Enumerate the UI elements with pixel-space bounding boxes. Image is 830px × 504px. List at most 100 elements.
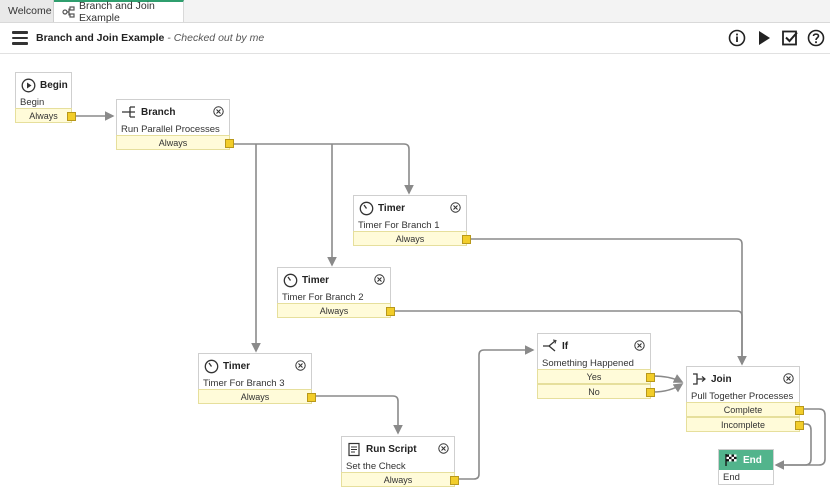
node-branch-header: Branch xyxy=(117,104,229,120)
check-icon[interactable] xyxy=(781,29,799,47)
output-handle[interactable] xyxy=(795,406,804,415)
port-label: Always xyxy=(395,234,425,244)
output-handle[interactable] xyxy=(307,393,316,402)
node-join-subtitle: Pull Together Processes xyxy=(691,391,794,402)
page-title: Branch and Join Example - Checked out by… xyxy=(36,32,264,44)
port-label: Complete xyxy=(723,405,763,415)
node-timer2[interactable]: Timer Timer For Branch 2 Always xyxy=(277,267,395,318)
node-end-title: End xyxy=(743,454,762,466)
tab-welcome[interactable]: Welcome xyxy=(0,0,54,22)
help-icon[interactable] xyxy=(807,29,825,47)
connector-timer1-join xyxy=(469,238,747,366)
node-if-port-no[interactable]: No xyxy=(537,384,655,399)
output-handle[interactable] xyxy=(386,307,395,316)
node-branch-port-always[interactable]: Always xyxy=(116,135,234,150)
node-begin[interactable]: Begin Begin Always xyxy=(15,72,76,123)
node-timer3-port-always[interactable]: Always xyxy=(198,389,316,404)
checkered-flag-icon xyxy=(723,452,739,468)
tab-bar: Welcome Branch and Join Example xyxy=(0,0,830,24)
node-if-header: If xyxy=(538,338,650,354)
connector-script-if xyxy=(458,345,535,480)
port-label: No xyxy=(588,387,600,397)
node-timer3-header: Timer xyxy=(199,358,311,374)
join-icon xyxy=(691,371,707,387)
node-branch-subtitle: Run Parallel Processes xyxy=(121,124,220,135)
toolbar: Branch and Join Example - Checked out by… xyxy=(0,23,830,54)
node-end-header: End xyxy=(719,450,773,470)
port-label: Incomplete xyxy=(720,420,766,430)
node-run-script[interactable]: Run Script Set the Check Always xyxy=(341,436,459,487)
node-if-title: If xyxy=(562,340,569,352)
node-if-subtitle: Something Happened xyxy=(542,358,634,369)
output-handle[interactable] xyxy=(462,235,471,244)
node-timer3[interactable]: Timer Timer For Branch 3 Always xyxy=(198,353,316,404)
port-label: Always xyxy=(383,475,413,485)
timer-icon xyxy=(203,358,219,374)
node-timer2-subtitle: Timer For Branch 2 xyxy=(282,292,364,303)
close-icon[interactable] xyxy=(213,104,224,117)
tab-branch-and-join-label: Branch and Join Example xyxy=(79,0,155,24)
timer-icon xyxy=(358,200,374,216)
node-timer1-title: Timer xyxy=(378,202,406,214)
node-run-script-port-always[interactable]: Always xyxy=(341,472,459,487)
port-label: Always xyxy=(319,306,349,316)
output-handle[interactable] xyxy=(795,421,804,430)
output-handle[interactable] xyxy=(225,139,234,148)
node-if[interactable]: If Something Happened Yes No xyxy=(537,333,655,399)
node-timer2-port-always[interactable]: Always xyxy=(277,303,395,318)
node-run-script-header: Run Script xyxy=(342,441,454,457)
output-handle[interactable] xyxy=(450,476,459,485)
workflow-canvas[interactable]: Begin Begin Always Branch Run Parallel P… xyxy=(0,54,830,504)
node-join[interactable]: Join Pull Together Processes Complete In… xyxy=(686,366,804,432)
info-icon[interactable] xyxy=(728,29,746,47)
node-timer1-port-always[interactable]: Always xyxy=(353,231,471,246)
output-handle[interactable] xyxy=(67,112,76,121)
close-icon[interactable] xyxy=(450,200,461,213)
tab-branch-and-join[interactable]: Branch and Join Example xyxy=(54,0,184,24)
workflow-icon xyxy=(62,6,75,18)
close-icon[interactable] xyxy=(295,358,306,371)
node-join-port-incomplete[interactable]: Incomplete xyxy=(686,417,804,432)
play-icon[interactable] xyxy=(755,29,773,47)
menu-icon[interactable] xyxy=(12,31,28,45)
port-label: Always xyxy=(158,138,188,148)
node-timer2-header: Timer xyxy=(278,272,390,288)
port-label: Yes xyxy=(586,372,602,382)
node-join-header: Join xyxy=(687,371,799,387)
connectors xyxy=(75,111,826,480)
node-end[interactable]: End End xyxy=(718,449,774,485)
node-branch-title: Branch xyxy=(141,106,176,118)
node-run-script-title: Run Script xyxy=(366,443,417,455)
node-join-title: Join xyxy=(711,373,732,385)
close-icon[interactable] xyxy=(374,272,385,285)
close-icon[interactable] xyxy=(783,371,794,384)
connector-join-incomplete-end xyxy=(778,423,812,466)
node-timer1[interactable]: Timer Timer For Branch 1 Always xyxy=(353,195,471,246)
node-timer1-header: Timer xyxy=(354,200,466,216)
close-icon[interactable] xyxy=(634,338,645,351)
connector-timer2-join xyxy=(393,310,743,364)
connector-if-no-join xyxy=(652,383,684,393)
port-label: Always xyxy=(240,392,270,402)
timer-icon xyxy=(282,272,298,288)
script-icon xyxy=(346,441,362,457)
node-branch[interactable]: Branch Run Parallel Processes Always xyxy=(116,99,234,150)
node-if-port-yes[interactable]: Yes xyxy=(537,369,655,384)
close-icon[interactable] xyxy=(438,441,449,454)
node-join-port-complete[interactable]: Complete xyxy=(686,402,804,417)
workflow-title: Branch and Join Example xyxy=(36,32,165,44)
tab-welcome-label: Welcome xyxy=(8,5,52,17)
output-handle[interactable] xyxy=(646,388,655,397)
node-timer3-subtitle: Timer For Branch 3 xyxy=(203,378,285,389)
output-handle[interactable] xyxy=(646,373,655,382)
connector-branch-timer1 xyxy=(232,143,414,195)
node-begin-header: Begin xyxy=(16,77,71,93)
node-timer2-title: Timer xyxy=(302,274,330,286)
play-circle-icon xyxy=(20,77,36,93)
checkout-status: - Checked out by me xyxy=(164,32,265,44)
node-begin-port-always[interactable]: Always xyxy=(15,108,76,123)
node-timer3-title: Timer xyxy=(223,360,251,372)
connector-timer3-script xyxy=(314,395,403,435)
connector-if-yes-join xyxy=(652,374,684,383)
node-begin-title: Begin xyxy=(40,79,68,91)
